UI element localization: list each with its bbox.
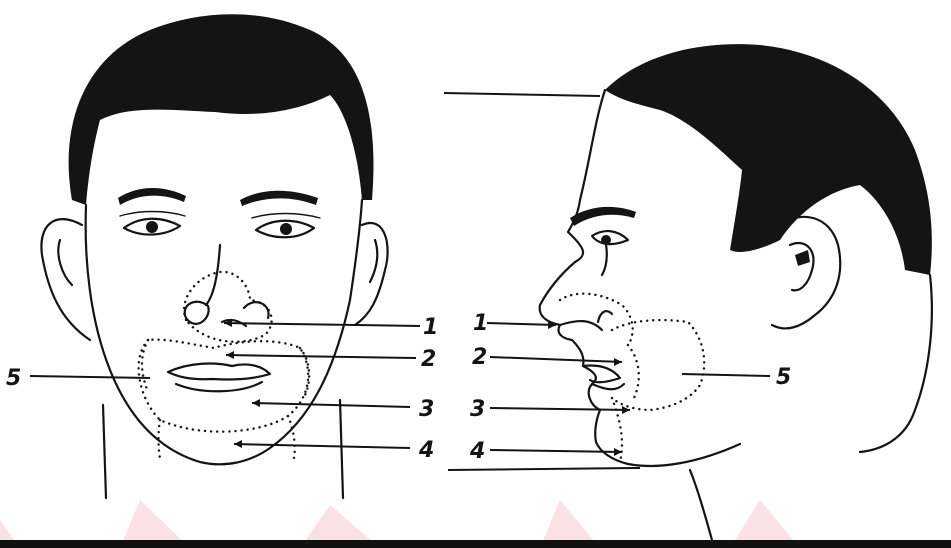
profile-label-5: 5 <box>776 365 791 390</box>
profile-bottom-line <box>448 468 640 470</box>
profile-label-2: 2 <box>472 345 487 370</box>
front-label-4: 4 <box>418 438 434 463</box>
front-leader-2 <box>226 355 416 358</box>
profile-label-4: 4 <box>469 439 485 464</box>
front-label-3: 3 <box>419 397 434 422</box>
profile-label-1: 1 <box>473 311 488 336</box>
front-label-2: 2 <box>421 347 436 372</box>
profile-leader-2 <box>490 357 622 362</box>
front-leader-4 <box>234 444 410 448</box>
profile-leader-5 <box>682 374 770 376</box>
profile-leader-3 <box>490 408 630 410</box>
front-face-icon <box>41 14 387 498</box>
front-leader-1 <box>224 323 420 326</box>
front-leader-5 <box>30 376 150 378</box>
profile-leader-1 <box>487 323 556 325</box>
front-label-5: 5 <box>6 366 21 391</box>
profile-face-icon <box>540 44 932 540</box>
profile-label-3: 3 <box>470 397 485 422</box>
profile-top-line <box>444 93 600 96</box>
front-leader-3 <box>252 403 410 407</box>
front-label-1: 1 <box>423 315 438 340</box>
bottom-bar <box>0 540 951 548</box>
